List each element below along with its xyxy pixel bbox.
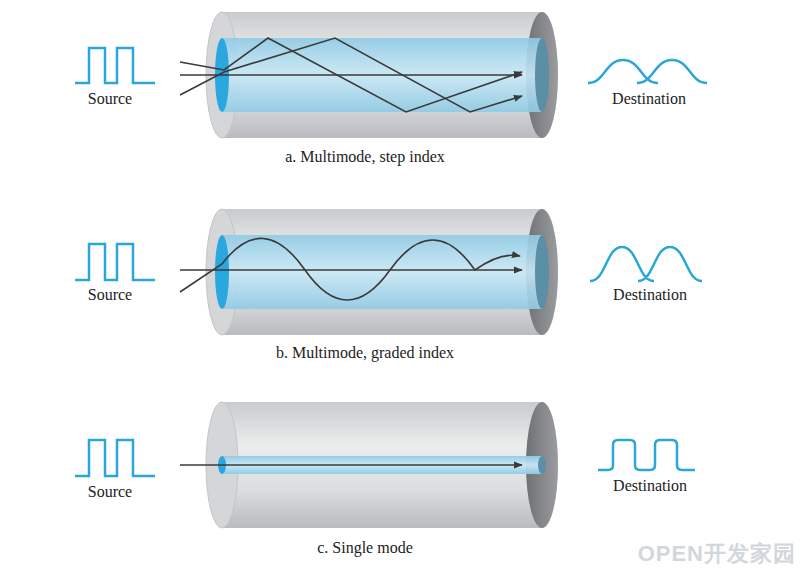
light-rays [180,238,522,300]
source-pulse [75,440,155,476]
source-label: Source [88,482,132,501]
destination-pulse [598,440,695,470]
source-pulse [75,48,155,83]
light-rays [180,464,522,466]
destination-label: Destination [613,476,687,495]
destination-pulse [588,60,707,83]
destination-pulse [590,247,702,281]
destination-label: Destination [613,285,687,304]
watermark: OPEN开发家园 [638,541,796,567]
source-label: Source [88,89,132,108]
fiber-cable [206,209,558,335]
panel-caption: a. Multimode, step index [285,147,445,166]
panel-caption: c. Single mode [317,538,413,557]
panel-caption: b. Multimode, graded index [276,343,454,362]
source-label: Source [88,285,132,304]
light-rays [180,38,522,112]
destination-label: Destination [612,89,686,108]
source-pulse [75,244,155,280]
